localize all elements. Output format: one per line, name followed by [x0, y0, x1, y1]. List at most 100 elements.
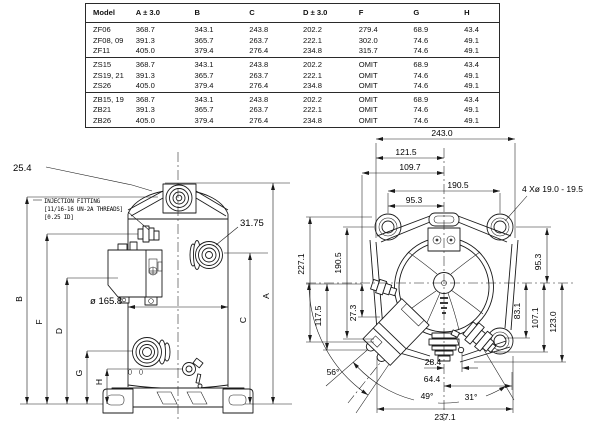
cell: 74.6 [413, 105, 429, 115]
cell: 405.0 [135, 115, 155, 125]
cell: 43.4 [464, 60, 479, 70]
angle-49-label: 49° [421, 391, 434, 401]
dim-95-3-right-label: 95.3 [533, 253, 543, 270]
dim-c-label: C [238, 317, 248, 323]
cell: 222.1 [302, 35, 322, 45]
cell: 365.7 [194, 70, 214, 80]
cell: 74.6 [413, 80, 429, 90]
cell: 315.7 [358, 45, 378, 55]
dimension-lines-side [25, 183, 275, 404]
terminal-box-top [362, 298, 430, 366]
cell: ZB15, 19 [93, 95, 124, 105]
table-group-zb: ZB15, 19 368.7 343.1 243.8 202.2 OMIT 68… [86, 93, 499, 127]
cell: ZF06 [93, 25, 111, 35]
dim-95-3-top-label: 95.3 [406, 195, 423, 205]
cell: 279.4 [358, 25, 378, 35]
dim-121-5-label: 121.5 [395, 147, 417, 157]
cell: 379.4 [194, 45, 214, 55]
cell: 379.4 [194, 115, 214, 125]
dim-83-1-label: 83.1 [512, 302, 522, 319]
cell: 68.9 [413, 95, 429, 105]
col-header-f: F [358, 8, 364, 18]
cell: 74.6 [413, 45, 429, 55]
cell: 74.6 [413, 115, 429, 125]
dim-31-75-label: 31.75 [240, 218, 264, 229]
cell: 43.4 [464, 95, 479, 105]
table-row: ZS19, 21 391.3 365.7 263.7 222.1 OMIT 74… [86, 70, 499, 80]
cell: 243.8 [249, 95, 269, 105]
cell: 405.0 [135, 45, 155, 55]
cell: 368.7 [135, 95, 155, 105]
injection-note-line1: INJECTION FITTING [44, 199, 101, 205]
dim-117-5-label: 117.5 [313, 305, 323, 326]
table-header-row: Model A ± 3.0 B C D ± 3.0 F G H [86, 4, 499, 23]
cell: 222.1 [302, 105, 322, 115]
top-view-drawing: 243.0 121.5 109.7 190.5 95.3 4 Xø 19.0 -… [296, 128, 583, 422]
col-header-b: B [194, 8, 200, 18]
cell: 365.7 [194, 35, 214, 45]
table-row: ZS15 368.7 343.1 243.8 202.2 OMIT 68.9 4… [86, 60, 499, 70]
col-header-a: A ± 3.0 [135, 8, 160, 18]
col-header-model: Model [93, 8, 115, 18]
cell: OMIT [358, 80, 378, 90]
cell: 343.1 [194, 60, 214, 70]
cell: 391.3 [135, 35, 155, 45]
cell: 202.2 [302, 25, 322, 35]
leader-31-75 [215, 226, 239, 246]
cell: 49.1 [464, 105, 479, 115]
cell: 74.6 [413, 70, 429, 80]
col-header-c: C [249, 8, 255, 18]
cell: 368.7 [135, 60, 155, 70]
table-row: ZB15, 19 368.7 343.1 243.8 202.2 OMIT 68… [86, 95, 499, 105]
cell: 202.2 [302, 95, 322, 105]
schrader-fitting-top [450, 329, 465, 354]
cell: 49.1 [464, 45, 479, 55]
leader-25-4 [45, 166, 153, 192]
cell: 202.2 [302, 60, 322, 70]
cell: 379.4 [194, 80, 214, 90]
suction-fitting-side [132, 337, 171, 367]
leader-injection [127, 211, 150, 231]
leader-bolt-note [504, 195, 528, 222]
table-row: ZS26 405.0 379.4 276.4 234.8 OMIT 74.6 4… [86, 80, 499, 90]
dim-a-label: A [261, 293, 271, 299]
cell: 368.7 [135, 25, 155, 35]
bolt-hole [374, 213, 402, 241]
terminal-box-side [107, 241, 163, 306]
injection-note-line3: [0.25 ID] [44, 215, 74, 221]
cell: 343.1 [194, 95, 214, 105]
dim-27-3-label: 27.3 [348, 304, 358, 321]
cell: 263.7 [249, 35, 269, 45]
cell: 243.8 [249, 25, 269, 35]
cell: OMIT [358, 115, 378, 125]
dim-243-label: 243.0 [431, 128, 453, 138]
cell: 263.7 [249, 70, 269, 80]
cell: 263.7 [249, 105, 269, 115]
discharge-fitting-side [189, 240, 223, 270]
cell: ZF08, 09 [93, 35, 124, 45]
dim-28-4-label: 28.4 [425, 357, 442, 367]
oil-sight-glass [182, 357, 204, 389]
cell: 49.1 [464, 115, 479, 125]
table-row: ZF08, 09 391.3 365.7 263.7 222.1 302.0 7… [86, 35, 499, 45]
cell: 343.1 [194, 25, 214, 35]
col-header-h: H [464, 8, 470, 18]
cell: ZS19, 21 [93, 70, 124, 80]
dim-h-label: H [94, 379, 104, 385]
cell: ZS26 [93, 80, 112, 90]
dim-227-1-label: 227.1 [296, 253, 306, 275]
dim-25-4-label: 25.4 [13, 163, 32, 174]
cell: 234.8 [302, 45, 322, 55]
cell: 74.6 [413, 35, 429, 45]
cell: ZS15 [93, 60, 112, 70]
table-row: ZB26 405.0 379.4 276.4 234.8 OMIT 74.6 4… [86, 115, 499, 125]
weld-stud [139, 369, 143, 375]
injection-fitting [137, 225, 160, 243]
cell: OMIT [358, 70, 378, 80]
discharge-fitting-top [462, 321, 497, 353]
cell: 49.1 [464, 80, 479, 90]
dim-123-0-label: 123.0 [548, 311, 558, 333]
cell: 49.1 [464, 70, 479, 80]
